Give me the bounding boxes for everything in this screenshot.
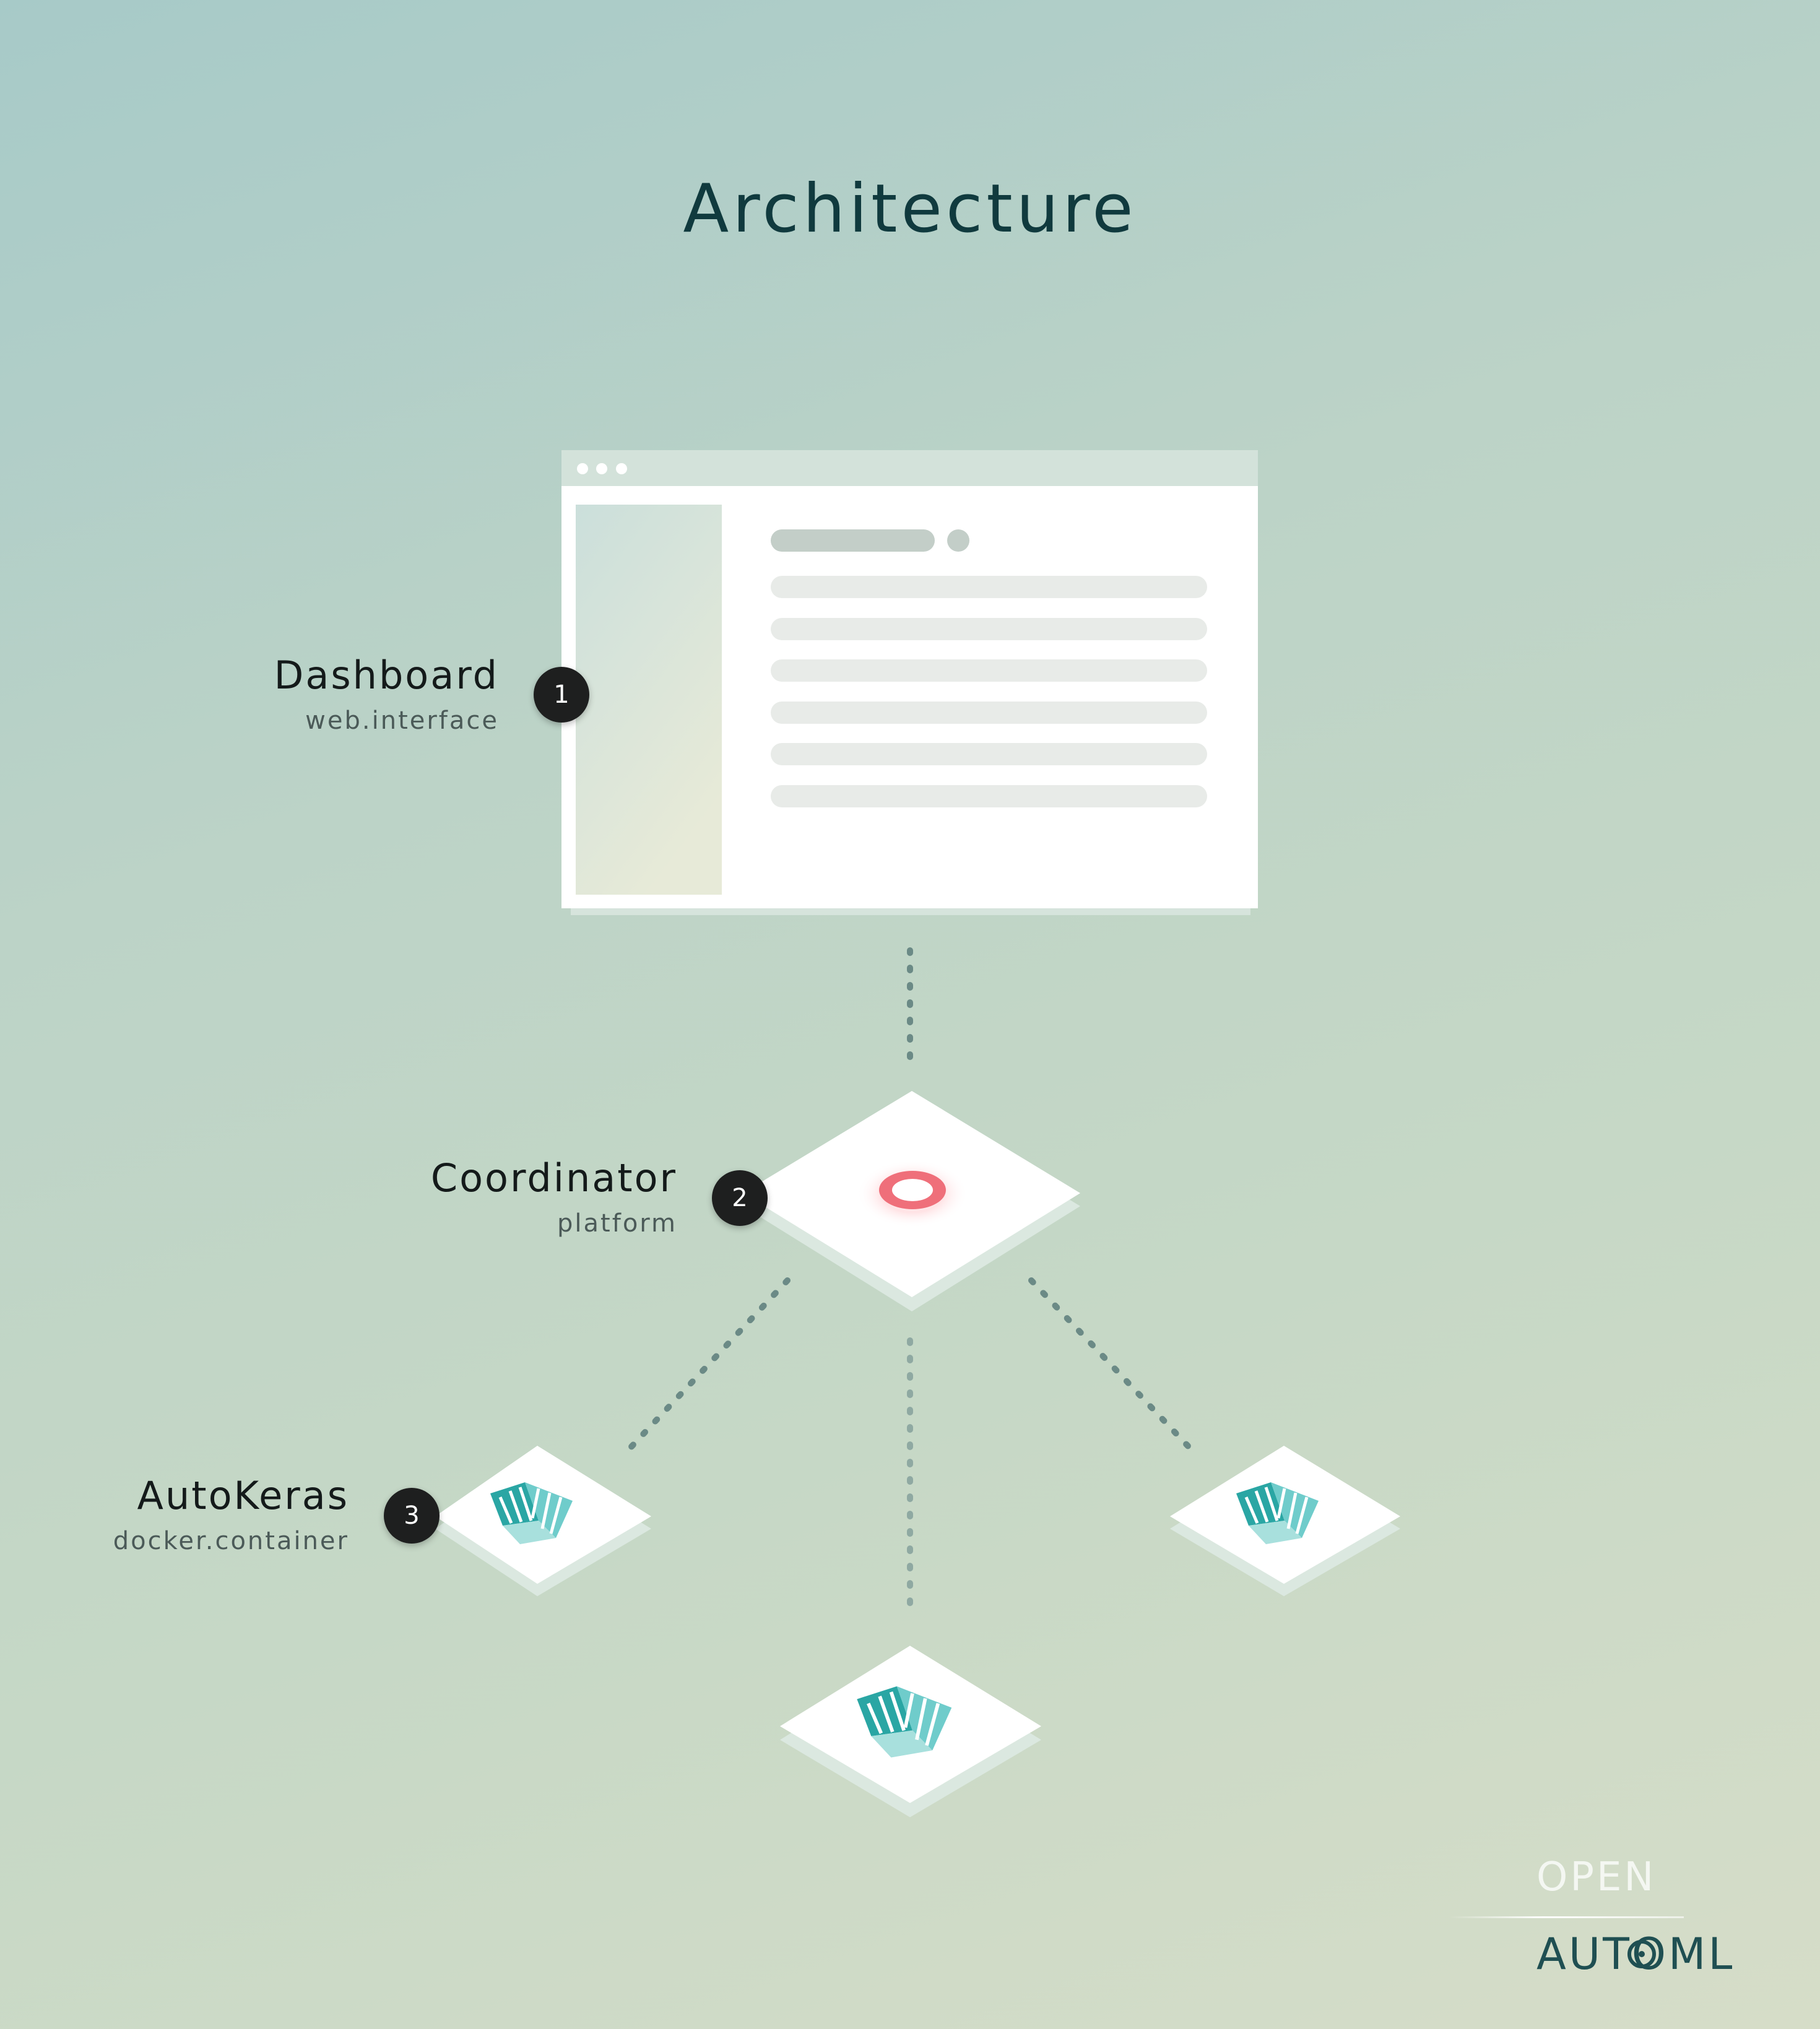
component-name: Dashboard <box>274 653 499 698</box>
window-content-line <box>771 743 1207 765</box>
dashboard-window <box>561 450 1258 915</box>
container-tile-right <box>1170 1446 1400 1596</box>
step-badge-2: 2 <box>712 1170 768 1226</box>
window-content-line <box>771 785 1207 807</box>
window-dot-icon <box>577 463 588 474</box>
component-name: AutoKeras <box>137 1473 349 1518</box>
step-badge-1: 1 <box>534 667 589 723</box>
page-title: Architecture <box>683 170 1137 248</box>
window-dot-icon <box>596 463 607 474</box>
autokeras-label: AutoKeras docker.container <box>113 1473 349 1555</box>
coordinator-label: Coordinator platform <box>431 1159 677 1236</box>
window-heading-dot <box>947 529 969 552</box>
step-badge-3: 3 <box>384 1488 440 1544</box>
brand-open-text: OPEN <box>1536 1854 1657 1900</box>
coordinator-tile <box>743 1091 1080 1311</box>
container-icon <box>1236 1482 1319 1544</box>
brand-divider <box>1449 1916 1684 1918</box>
brand-ml-text: ML <box>1668 1929 1735 1979</box>
window-titlebar <box>561 450 1258 486</box>
connector-coordinator-container-left <box>623 1277 791 1455</box>
window-heading-bar <box>771 529 935 552</box>
dashboard-label: Dashboard web.interface <box>274 653 499 735</box>
window-content-line <box>771 618 1207 640</box>
window-content-line <box>771 659 1207 682</box>
window-sidebar <box>576 505 722 895</box>
component-subtitle: platform <box>557 1209 677 1238</box>
container-icon <box>490 1482 573 1544</box>
target-icon <box>1627 1940 1656 1968</box>
brand-logo: AUTO ML <box>1536 1929 1735 1979</box>
window-content-line <box>771 702 1207 724</box>
connector-coordinator-container-right <box>1028 1277 1197 1455</box>
window-content-line <box>771 576 1207 598</box>
container-tile-left <box>435 1446 651 1596</box>
component-name: Coordinator <box>430 1155 677 1201</box>
component-subtitle: docker.container <box>113 1527 349 1555</box>
container-tile-bottom <box>780 1646 1041 1817</box>
component-subtitle: web.interface <box>305 706 499 735</box>
window-dot-icon <box>616 463 627 474</box>
